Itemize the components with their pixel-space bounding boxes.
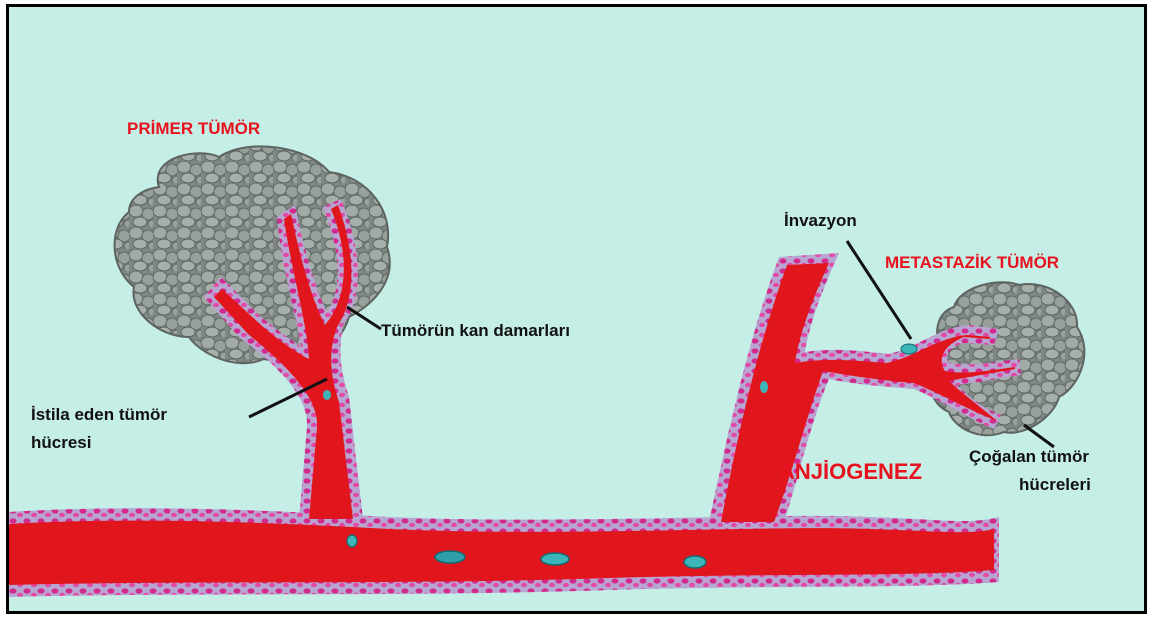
angiogenesis-illustration <box>9 7 1144 611</box>
label-invasion: İnvazyon <box>784 211 857 231</box>
diagram-frame: PRİMER TÜMÖR Tümörün kan damarları İstil… <box>6 4 1147 614</box>
label-angiogenesis: ANJİOGENEZ <box>779 459 922 485</box>
label-proliferating-cells-line2: hücreleri <box>1019 475 1091 495</box>
label-invading-cell-line2: hücresi <box>31 433 91 453</box>
pointer-proliferating-cells <box>1024 425 1054 447</box>
pointer-tumor-vessels <box>347 307 381 329</box>
label-metastatic-tumor: METASTAZİK TÜMÖR <box>885 253 1059 273</box>
label-proliferating-cells-line1: Çoğalan tümör <box>969 447 1089 467</box>
metastatic-tumor-mass <box>929 282 1085 435</box>
label-invading-cell-line1: İstila eden tümör <box>31 405 167 425</box>
main-blood-vessel <box>9 508 999 597</box>
label-primary-tumor: PRİMER TÜMÖR <box>127 119 260 139</box>
label-tumor-vessels: Tümörün kan damarları <box>381 321 570 341</box>
